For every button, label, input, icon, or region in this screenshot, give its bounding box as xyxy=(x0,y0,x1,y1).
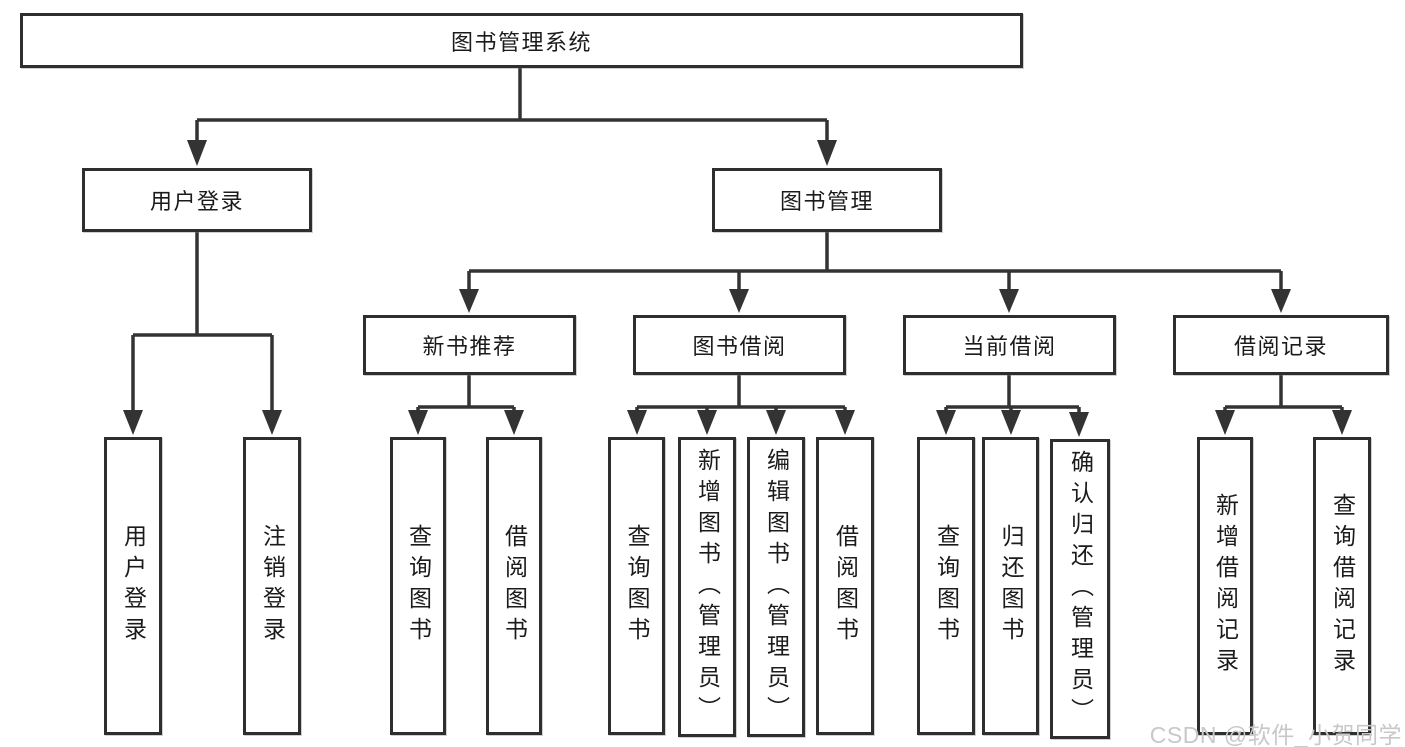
leaf-borrow-book-1: 借阅图书 xyxy=(486,437,542,735)
node-user-login: 用户登录 xyxy=(82,168,312,232)
connector-line xyxy=(195,66,829,142)
leaf-logout: 注销登录 xyxy=(243,437,301,735)
leaf-query-book-1: 查询图书 xyxy=(390,437,446,735)
leaf-add-book-admin: 新增图书（管理员） xyxy=(678,437,736,737)
leaf-return-book: 归还图书 xyxy=(982,437,1039,735)
arrowhead-down-icon xyxy=(835,410,855,435)
arrowhead-down-icon xyxy=(504,410,524,435)
node-root-label: 图书管理系统 xyxy=(450,29,592,55)
leaf-query-book-2-label: 查询图书 xyxy=(624,524,650,648)
connector-new-rec-branch xyxy=(408,373,524,435)
arrowhead-down-icon xyxy=(1215,410,1235,435)
node-current-borrow-label: 当前借阅 xyxy=(962,334,1057,359)
connector-line xyxy=(635,373,847,414)
arrowhead-down-icon xyxy=(766,410,786,435)
arrowhead-down-icon xyxy=(408,410,428,435)
node-book-mgmt: 图书管理 xyxy=(712,168,942,232)
node-new-book-rec-label: 新书推荐 xyxy=(422,334,517,359)
leaf-confirm-return-admin-label: 确认归还（管理员） xyxy=(1067,449,1094,729)
leaf-query-book-3: 查询图书 xyxy=(917,437,975,735)
leaf-confirm-return-admin: 确认归还（管理员） xyxy=(1050,439,1110,739)
connector-user-login-branch xyxy=(123,232,282,435)
leaf-user-login-label: 用户登录 xyxy=(120,524,147,648)
leaf-query-book-2: 查询图书 xyxy=(608,437,665,735)
leaf-add-borrow-record: 新增借阅记录 xyxy=(1197,437,1253,735)
leaf-add-borrow-record-label: 新增借阅记录 xyxy=(1212,493,1239,679)
leaf-logout-label: 注销登录 xyxy=(259,524,286,648)
leaf-query-book-3-label: 查询图书 xyxy=(933,524,960,648)
leaf-add-book-admin-label: 新增图书（管理员） xyxy=(694,447,721,727)
connector-book-mgmt-branch xyxy=(459,232,1291,313)
arrowhead-down-icon xyxy=(817,140,837,166)
leaf-borrow-book-1-label: 借阅图书 xyxy=(501,524,528,648)
arrowhead-down-icon xyxy=(1069,412,1089,437)
node-new-book-rec: 新书推荐 xyxy=(363,315,576,375)
connector-line xyxy=(131,232,274,412)
leaf-edit-book-admin-label: 编辑图书（管理员） xyxy=(763,447,790,727)
connector-line xyxy=(467,232,1283,292)
connector-line xyxy=(944,373,1081,414)
leaf-borrow-book-2: 借阅图书 xyxy=(816,437,874,735)
leaf-query-book-1-label: 查询图书 xyxy=(405,524,432,648)
connector-root-to-level2 xyxy=(187,66,837,166)
node-book-borrow: 图书借阅 xyxy=(633,315,846,375)
arrowhead-down-icon xyxy=(123,410,143,435)
arrowhead-down-icon xyxy=(1001,410,1021,435)
leaf-query-borrow-record-label: 查询借阅记录 xyxy=(1329,493,1356,679)
leaf-edit-book-admin: 编辑图书（管理员） xyxy=(747,437,805,737)
arrowhead-down-icon xyxy=(729,289,749,313)
connector-records-branch xyxy=(1215,373,1352,435)
csdn-watermark: CSDN @软件_小贺同学 xyxy=(1149,722,1402,747)
arrowhead-down-icon xyxy=(262,410,282,435)
node-root: 图书管理系统 xyxy=(20,13,1023,68)
node-current-borrow: 当前借阅 xyxy=(903,315,1116,375)
arrowhead-down-icon xyxy=(1271,289,1291,313)
arrowhead-down-icon xyxy=(999,289,1019,313)
arrowhead-down-icon xyxy=(187,140,207,166)
node-book-borrow-label: 图书借阅 xyxy=(692,334,787,359)
leaf-user-login: 用户登录 xyxy=(104,437,162,735)
arrowhead-down-icon xyxy=(936,410,956,435)
node-borrow-records: 借阅记录 xyxy=(1173,315,1389,375)
arrowhead-down-icon xyxy=(1332,410,1352,435)
node-user-login-label: 用户登录 xyxy=(149,189,244,214)
node-book-mgmt-label: 图书管理 xyxy=(779,189,874,214)
leaf-query-borrow-record: 查询借阅记录 xyxy=(1313,437,1371,735)
connector-line xyxy=(1223,373,1344,414)
connector-line xyxy=(416,373,516,414)
arrowhead-down-icon xyxy=(697,410,717,435)
arrowhead-down-icon xyxy=(627,410,647,435)
leaf-borrow-book-2-label: 借阅图书 xyxy=(832,524,859,648)
node-borrow-records-label: 借阅记录 xyxy=(1233,334,1328,359)
arrowhead-down-icon xyxy=(459,289,479,313)
leaf-return-book-label: 归还图书 xyxy=(998,524,1024,648)
connector-current-borrow-branch xyxy=(936,373,1089,437)
connector-book-borrow-branch xyxy=(627,373,855,435)
